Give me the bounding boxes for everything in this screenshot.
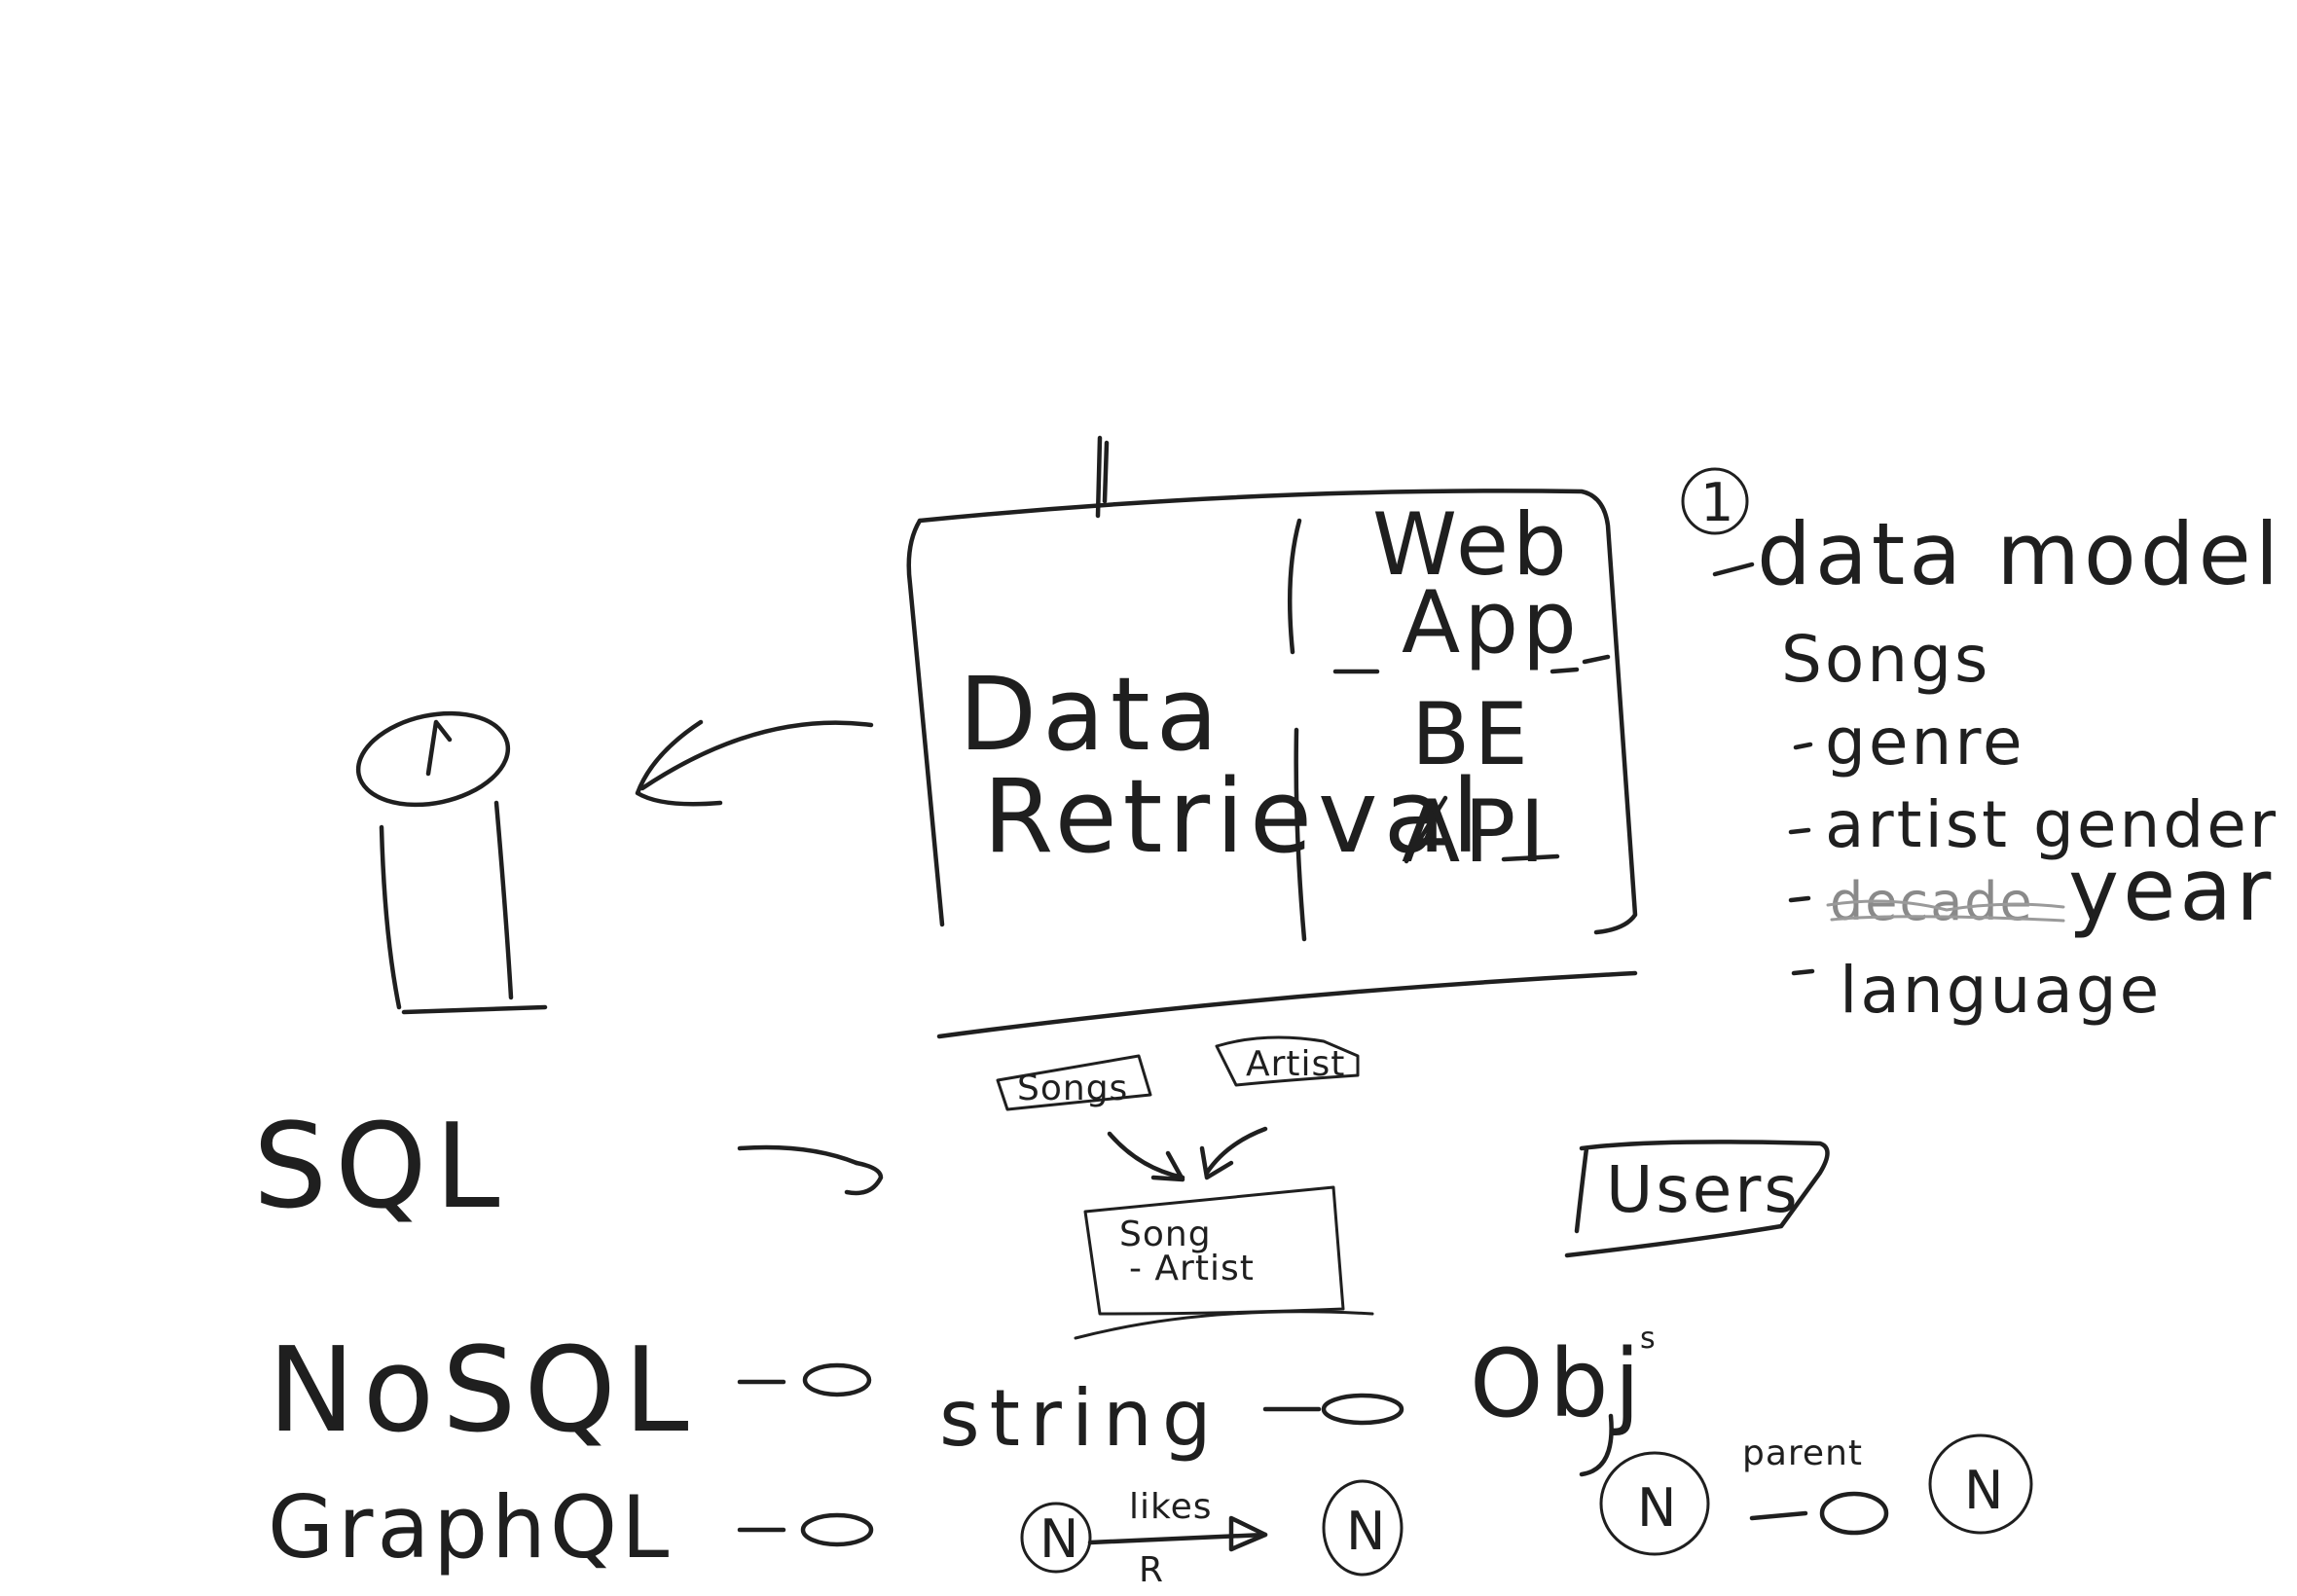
string-label: string <box>939 1373 1221 1464</box>
songs-artist-merge: Songs Artist Song - Artist <box>996 1035 1374 1340</box>
artist-box-label: Artist <box>1246 1044 1345 1084</box>
songs-box-label: Songs <box>1017 1069 1128 1108</box>
web-app-label-line1: Web <box>1372 494 1571 595</box>
data-retrieval-label-line1: Data <box>959 655 1223 774</box>
api-overstrike <box>1404 795 1448 864</box>
sql-label: SQL <box>253 1100 507 1235</box>
database-icon <box>355 710 548 1015</box>
artist-box <box>1215 1035 1360 1087</box>
nosql-label: NoSQL <box>268 1324 697 1459</box>
parent-edge-label: parent <box>1742 1433 1863 1473</box>
node-left-label: N <box>1039 1508 1080 1570</box>
parent-node-left-circle <box>1599 1451 1710 1556</box>
node-right-label: N <box>1346 1501 1387 1562</box>
step-number: 1 <box>1700 472 1735 533</box>
edge-bottom-label: R <box>1139 1550 1164 1590</box>
graphql-arrow <box>737 1512 874 1547</box>
notes-heading: data model <box>1757 504 2282 604</box>
backend-label-line1: BE <box>1411 684 1532 784</box>
step-number-circle <box>1681 467 1749 535</box>
node-left-circle <box>1020 1502 1092 1574</box>
notes-field-genre: genre <box>1825 705 2025 780</box>
node-right-circle <box>1322 1479 1404 1577</box>
obj-tail <box>1579 1413 1614 1477</box>
notes-entity: Songs <box>1781 622 1990 697</box>
sql-arrow <box>737 1144 884 1196</box>
api-underline <box>1501 853 1560 862</box>
users-box: Users <box>1564 1140 1830 1258</box>
obj-label: Obj <box>1470 1329 1646 1438</box>
merged-box-label-line1: Song <box>1119 1215 1212 1254</box>
arrow-to-database <box>635 719 874 807</box>
notes-field-year: year <box>2068 840 2275 940</box>
graph-relation: N likes R N <box>1020 1479 1404 1590</box>
graphql-label: GraphQL <box>268 1477 673 1578</box>
string-arrow <box>1262 1393 1404 1426</box>
parent-node-left-label: N <box>1637 1477 1678 1539</box>
edge-top-label: likes <box>1129 1487 1212 1527</box>
architecture-box <box>906 435 1638 1039</box>
parent-node-right-label: N <box>1964 1460 2005 1521</box>
users-box-label: Users <box>1606 1152 1801 1227</box>
notes-field-language: language <box>1840 953 2162 1028</box>
obj-suffix: s <box>1640 1322 1656 1356</box>
data-retrieval-label-line2: Retrieval <box>983 757 1485 876</box>
parent-relation: N parent N <box>1599 1433 2033 1556</box>
notes-field-artist-gender: artist gender <box>1825 787 2279 862</box>
data-model-notes: 1 data model Songs genre artist gender d… <box>1681 467 2282 1028</box>
merged-box-label-line2: - Artist <box>1129 1249 1255 1288</box>
songs-box <box>996 1054 1152 1111</box>
parent-node-right-circle <box>1928 1433 2033 1535</box>
web-app-label-line2: App <box>1402 572 1581 672</box>
nosql-arrow <box>737 1362 872 1397</box>
